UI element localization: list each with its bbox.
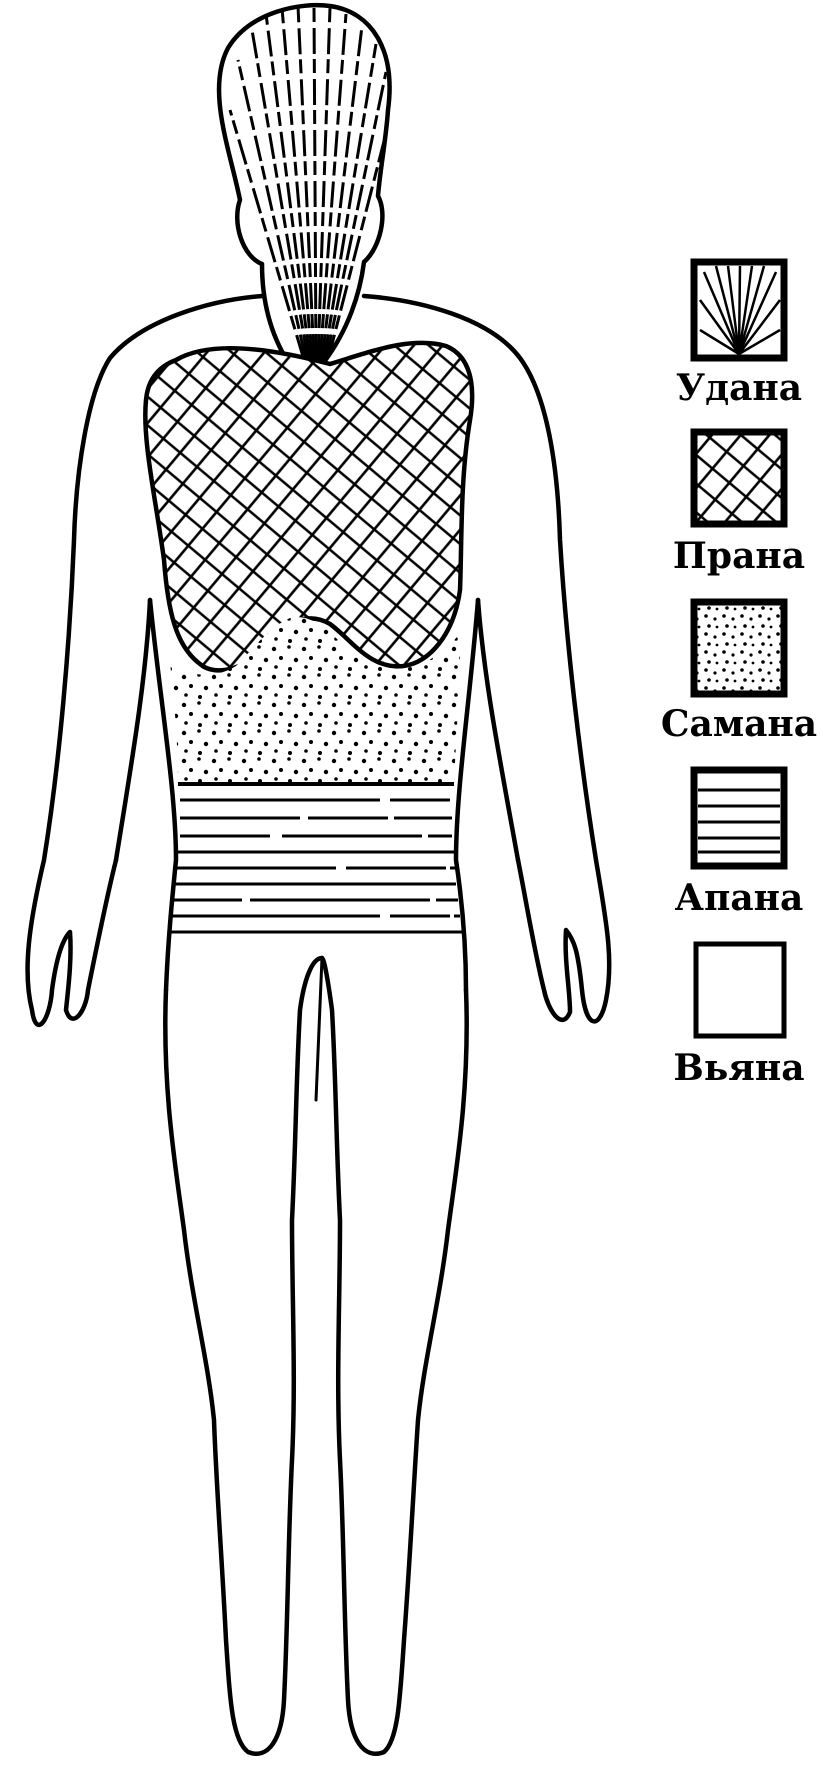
legend-swatch-samana-icon [694,602,784,694]
udana-zone [230,6,392,360]
human-body-outline [28,5,610,1754]
legend-swatch-udana-icon [694,262,784,358]
legend: Удана Прана Самана Апана Вьяна [661,262,817,1089]
legend-label-apana: Апана [675,877,804,919]
legend-label-vyana: Вьяна [673,1047,804,1089]
legend-swatch-apana-icon [694,770,784,866]
apana-zone [168,800,462,932]
legend-label-samana: Самана [661,703,817,745]
legend-swatch-vyana-icon [696,944,784,1036]
legend-label-prana: Прана [673,535,805,577]
legend-swatch-prana-icon [694,432,784,524]
legend-label-udana: Удана [676,367,802,409]
